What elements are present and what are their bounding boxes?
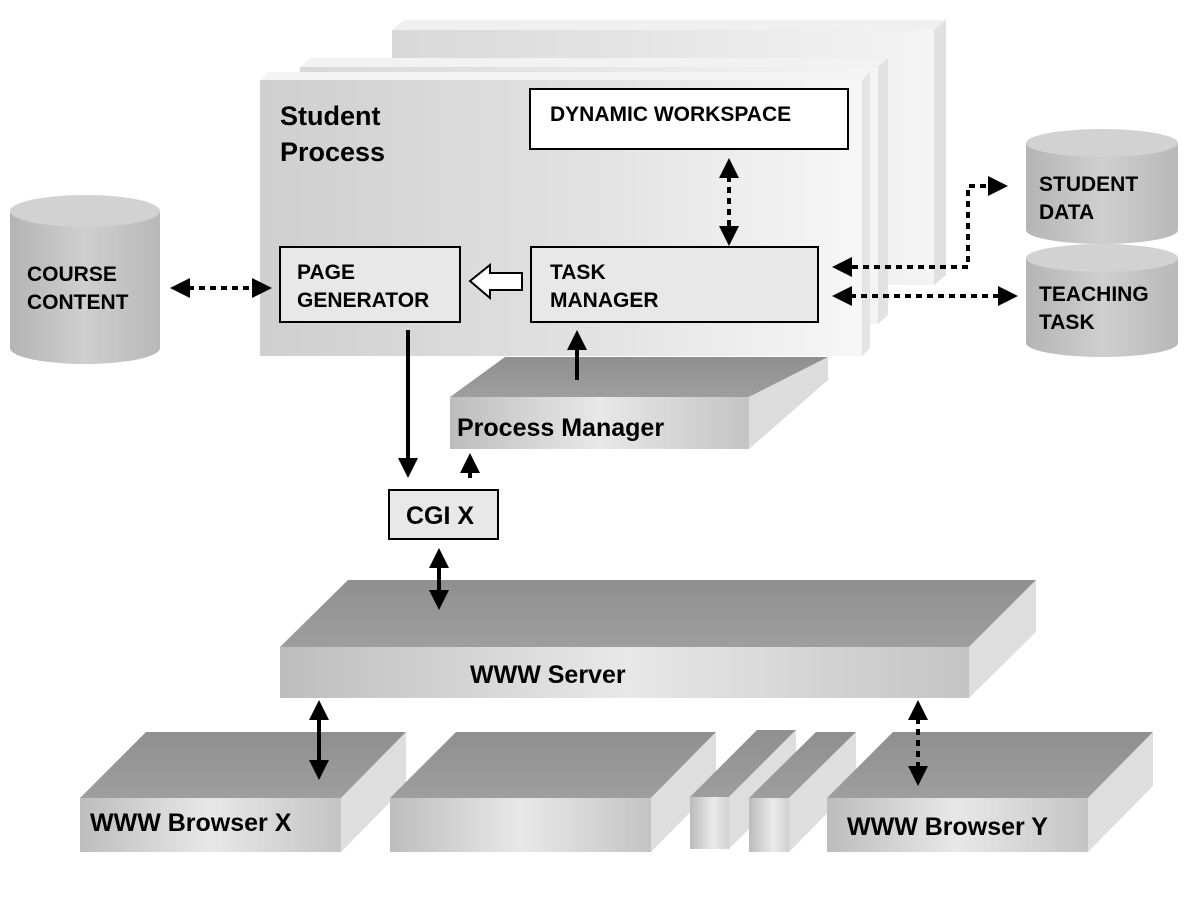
thin-slab-2-front: [749, 798, 789, 852]
browser-x-front: [80, 798, 341, 852]
task-studentdata-dotted-line: [852, 184, 990, 269]
thin-slab-2-top: [749, 732, 856, 798]
front-panel-side: [862, 72, 870, 356]
back-panel-top: [392, 20, 946, 30]
pm-task-arrowhead: [567, 330, 587, 350]
cgi-server-arrowhead-down: [429, 590, 449, 610]
page-generator-label: PAGE: [297, 261, 355, 284]
process-manager-top: [450, 357, 828, 397]
process-manager-side: [749, 357, 828, 449]
server-browserx-arrowhead-down: [309, 760, 329, 780]
server-browserx-arrowhead-up: [309, 700, 329, 720]
dynamic-workspace-label: DYNAMIC WORKSPACE: [550, 103, 791, 126]
course-page-arrowhead-right: [252, 278, 272, 298]
front-panel-top: [260, 72, 870, 80]
thin-slab-1-front: [690, 797, 729, 849]
student-data-top: [1026, 129, 1178, 157]
browser-x-side: [341, 732, 406, 852]
cgi-box: [388, 489, 499, 540]
task-manager-label: TASK: [550, 261, 606, 284]
teaching-task-body: [1026, 258, 1178, 357]
course-content-label-2: CONTENT: [27, 291, 129, 314]
server-browsery-arrowhead-up: [908, 700, 928, 720]
teaching-task-label: TEACHING: [1039, 283, 1149, 306]
task-teaching-arrowhead-left: [832, 286, 852, 306]
server-browsery-arrowhead-down: [908, 766, 928, 786]
connectors: [170, 158, 1018, 786]
browser-thin-slab-2: [749, 732, 856, 852]
browser-blank-slab: [390, 732, 716, 852]
www-server-top: [280, 580, 1036, 647]
browser-y-slab: WWW Browser Y: [827, 732, 1153, 852]
browser-x-label: WWW Browser X: [90, 809, 292, 837]
process-manager-slab: Process Manager: [450, 357, 828, 449]
browser-y-front: [827, 798, 1088, 852]
thin-slab-2-side: [789, 732, 856, 852]
teaching-task-label-2: TASK: [1039, 311, 1095, 334]
browser-blank-side: [651, 732, 716, 852]
www-server-front: [280, 647, 969, 698]
teaching-task-top: [1026, 244, 1178, 272]
thin-slab-1-top: [690, 730, 796, 797]
cgi-pm-arrowhead: [460, 453, 480, 473]
student-process-title-2: Process: [280, 137, 385, 167]
student-process-stack: Student Process DYNAMIC WORKSPACE PAGE G…: [260, 20, 946, 356]
browser-x-top: [80, 732, 406, 798]
process-manager-front: [450, 397, 749, 449]
browser-y-label: WWW Browser Y: [847, 813, 1048, 841]
student-process-title: Student: [280, 101, 381, 131]
page-cgi-arrowhead: [398, 458, 418, 478]
teaching-task-cylinder: TEACHING TASK: [1026, 244, 1178, 357]
student-data-label: STUDENT: [1039, 173, 1138, 196]
browser-y-side: [1088, 732, 1153, 852]
course-page-arrowhead-left: [170, 278, 190, 298]
workspace-task-arrowhead-up: [719, 158, 739, 178]
middle-panel-side: [878, 58, 888, 324]
course-content-top: [10, 195, 160, 227]
course-content-cylinder: COURSE CONTENT: [10, 195, 160, 364]
browser-x-slab: WWW Browser X: [80, 732, 406, 852]
task-manager-label-2: MANAGER: [550, 289, 659, 312]
page-generator-label-2: GENERATOR: [297, 289, 429, 312]
www-server-side: [969, 580, 1036, 698]
dynamic-workspace-box: [529, 88, 849, 150]
hollow-left-arrow: [468, 262, 523, 301]
task-teaching-arrowhead-right: [998, 286, 1018, 306]
page-generator-box: [279, 246, 461, 323]
course-content-label: COURSE: [27, 263, 117, 286]
middle-panel-top: [300, 58, 888, 67]
task-studentdata-arrowhead-left: [832, 257, 852, 277]
www-server-label: WWW Server: [470, 661, 626, 689]
browser-y-top: [827, 732, 1153, 798]
task-studentdata-arrowhead-right: [988, 176, 1008, 196]
workspace-task-arrowhead-down: [719, 226, 739, 246]
browser-blank-front: [390, 798, 651, 852]
back-panel-side: [934, 20, 946, 285]
www-server-slab: WWW Server: [280, 580, 1036, 698]
course-content-body: [10, 211, 160, 364]
cgi-server-arrowhead-up: [429, 548, 449, 568]
task-manager-box: [530, 246, 819, 323]
cgi-label: CGI X: [406, 502, 474, 530]
browser-blank-top: [390, 732, 716, 798]
student-data-label-2: DATA: [1039, 201, 1094, 224]
process-manager-label: Process Manager: [457, 414, 664, 442]
student-data-body: [1026, 143, 1178, 244]
student-data-cylinder: STUDENT DATA: [1026, 129, 1178, 244]
